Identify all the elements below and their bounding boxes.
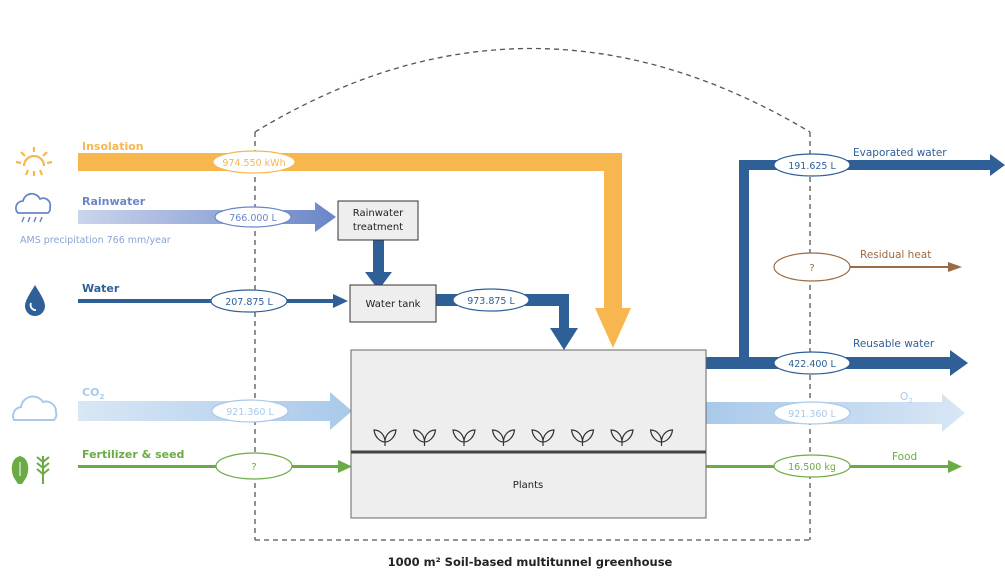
fish-wheat-icon — [11, 456, 50, 484]
sun-icon — [15, 147, 53, 176]
food-value-text: 16.500 kg — [788, 462, 836, 473]
o2-value-text: 921.360 L — [788, 409, 836, 420]
fertilizer-value: ? — [215, 452, 293, 480]
sprout-icon — [412, 429, 437, 446]
food-value: 16.500 kg — [773, 454, 851, 478]
co2-value: 921.360 L — [211, 399, 289, 423]
caption: 1000 m² Soil-based multitunnel greenhous… — [388, 555, 673, 569]
o2-label-main: O — [900, 391, 908, 403]
water-tank-box: Water tank — [349, 284, 437, 323]
sprout-icon — [491, 429, 516, 446]
tank-to-plants-value: 973.875 L — [452, 288, 530, 312]
co2-label-sub: 2 — [99, 393, 104, 401]
co2-value-text: 921.360 L — [226, 407, 274, 418]
residual-heat-label: Residual heat — [860, 249, 931, 261]
rainwater-treatment-label-1: Rainwater — [353, 208, 404, 219]
reusable-value: 422.400 L — [773, 351, 851, 375]
evaporated-value: 191.625 L — [773, 153, 851, 177]
fertilizer-label: Fertilizer & seed — [82, 448, 184, 461]
plants-label: Plants — [513, 480, 543, 491]
rainwater-value: 766.000 L — [214, 206, 292, 228]
rainwater-value-text: 766.000 L — [229, 213, 277, 224]
evaporated-label: Evaporated water — [853, 147, 947, 159]
water-value: 207.875 L — [210, 289, 288, 313]
water-value-text: 207.875 L — [225, 297, 273, 308]
evaporated-flow — [706, 154, 1005, 368]
precipitation-note: AMS precipitation 766 mm/year — [20, 235, 171, 246]
o2-value: 921.360 L — [773, 401, 851, 425]
rainwater-treatment-label-2: treatment — [353, 222, 403, 233]
cloud-icon — [12, 395, 58, 421]
residual-heat-value-text: ? — [809, 263, 814, 274]
water-label: Water — [82, 282, 120, 295]
residual-heat-value: ? — [773, 252, 851, 282]
o2-label: O2 — [900, 391, 913, 405]
o2-label-sub: 2 — [908, 397, 912, 405]
water-drop-icon — [25, 285, 45, 316]
insolation-label: Insolation — [82, 140, 144, 153]
rainwater-label: Rainwater — [82, 195, 146, 208]
co2-label: CO2 — [82, 386, 104, 401]
sprout-icon — [570, 429, 595, 446]
greenhouse-roof — [254, 47, 811, 133]
rainwater-flow — [78, 202, 336, 232]
insolation-value: 974.550 kWh — [212, 150, 296, 174]
reusable-value-text: 422.400 L — [788, 359, 836, 370]
fertilizer-flow — [78, 460, 352, 473]
evaporated-value-text: 191.625 L — [788, 161, 836, 172]
sprout-icon — [373, 429, 397, 446]
tank-to-plants-value-text: 973.875 L — [467, 296, 515, 307]
insolation-value-text: 974.550 kWh — [222, 158, 285, 169]
sprouts — [373, 429, 674, 446]
treatment-to-tank-arrow — [365, 240, 392, 290]
water-flow — [78, 294, 348, 308]
co2-label-main: CO — [82, 386, 99, 399]
food-label: Food — [892, 451, 917, 463]
residual-heat-flow — [840, 262, 962, 272]
rainwater-treatment-box: Rainwater treatment — [337, 200, 419, 241]
sprout-icon — [531, 429, 555, 446]
plants-box: Plants — [350, 349, 707, 519]
fertilizer-value-text: ? — [251, 462, 256, 473]
rain-cloud-icon — [15, 192, 52, 223]
sprout-icon — [649, 429, 674, 446]
sprout-icon — [610, 429, 634, 446]
sprout-icon — [452, 429, 476, 446]
reusable-label: Reusable water — [853, 338, 935, 350]
water-tank-label: Water tank — [366, 299, 421, 310]
